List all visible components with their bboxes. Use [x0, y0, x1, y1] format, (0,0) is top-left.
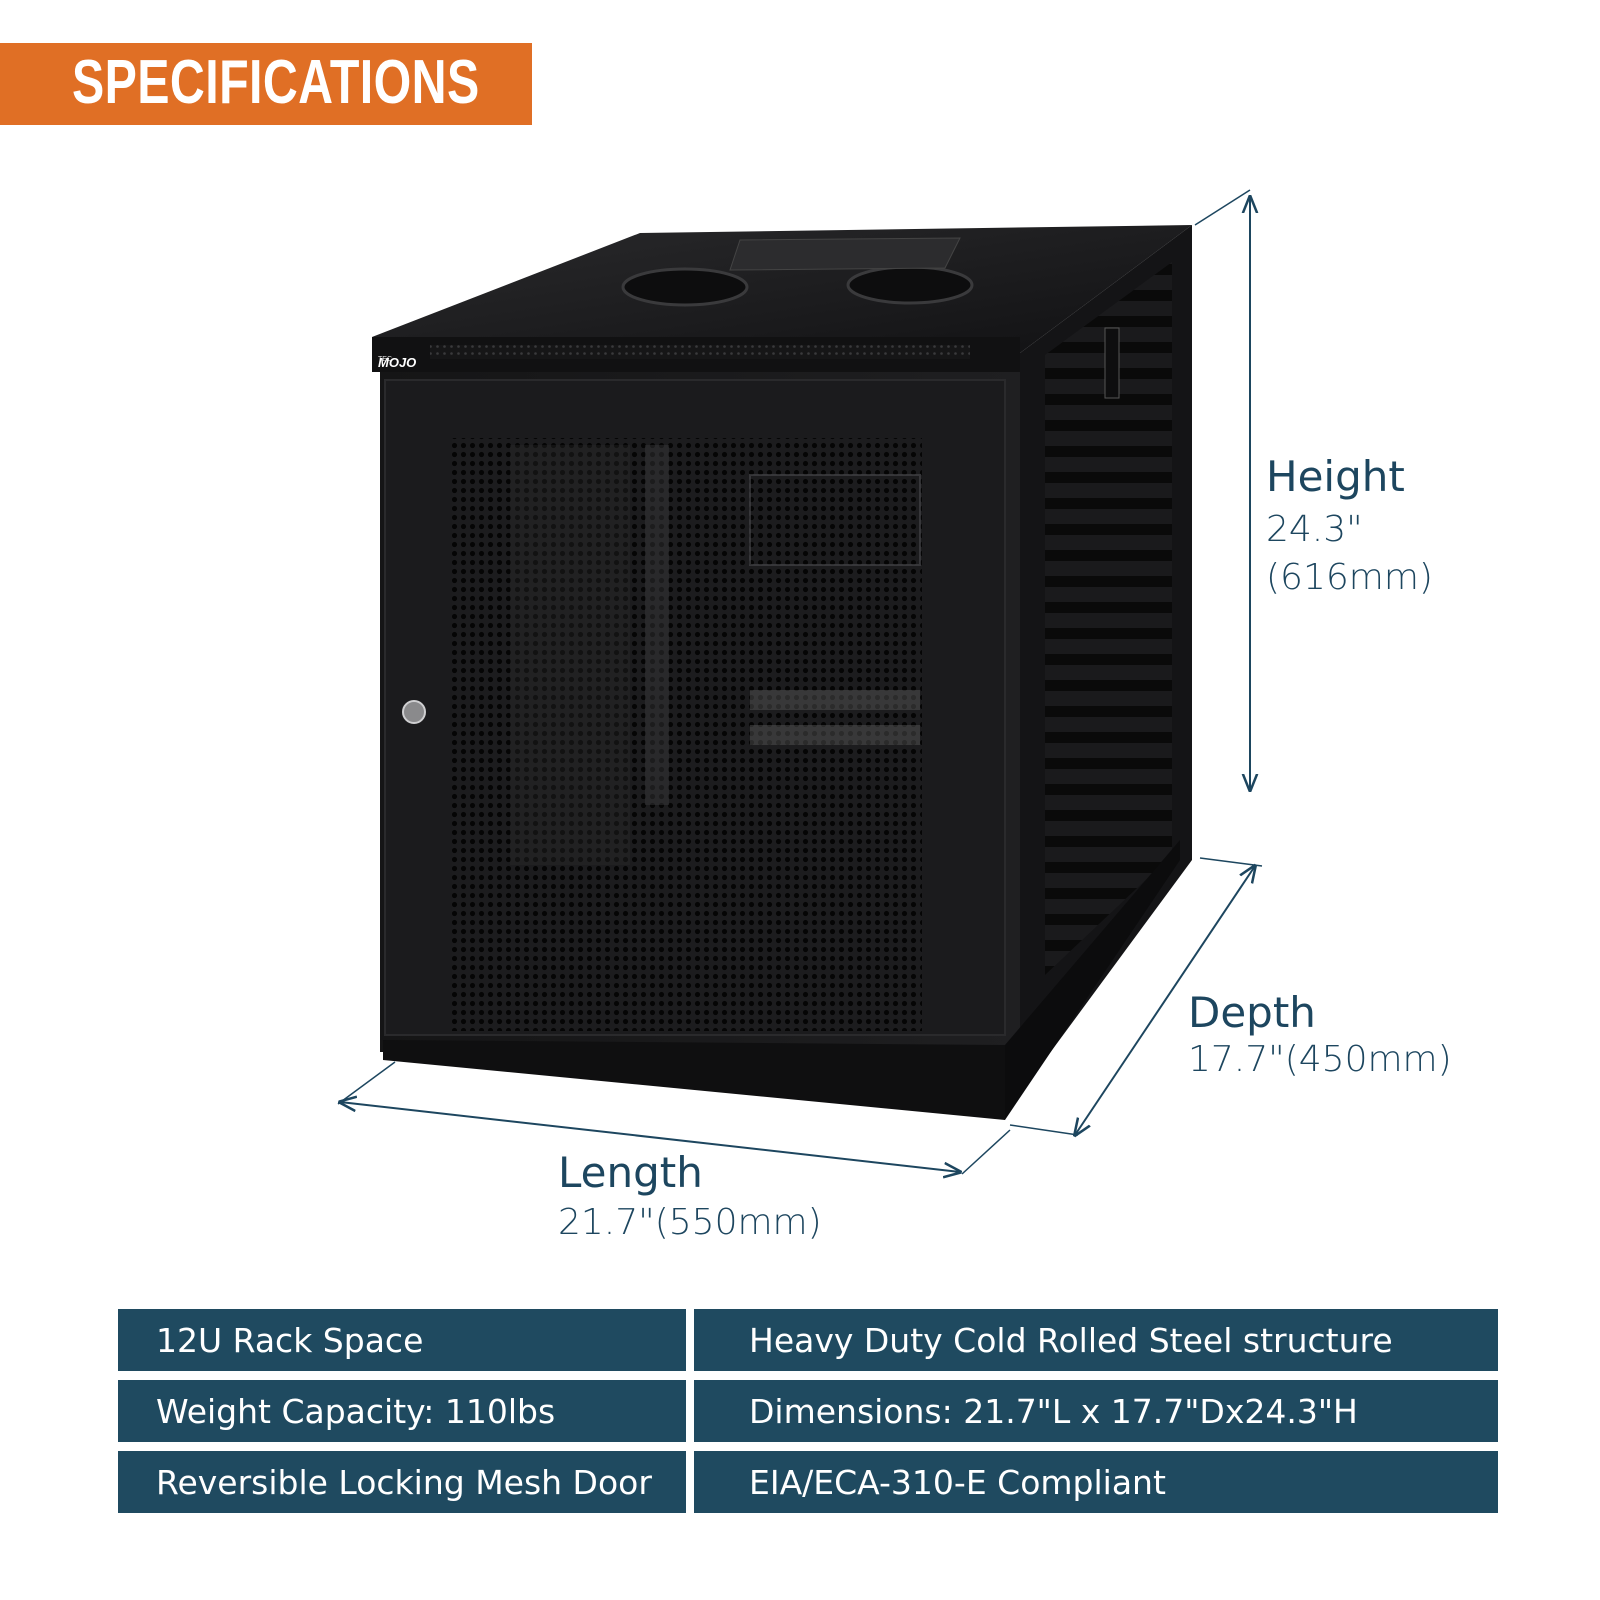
depth-value: 17.7"(450mm) [1188, 1039, 1452, 1080]
spec-cell: Heavy Duty Cold Rolled Steel structure [694, 1309, 1498, 1371]
spec-cell: Dimensions: 21.7"L x 17.7"Dx24.3"H [694, 1380, 1498, 1442]
length-label: Length [558, 1148, 703, 1197]
spec-row: Weight Capacity: 110lbs Dimensions: 21.7… [118, 1380, 1498, 1442]
depth-arrow [1075, 866, 1255, 1135]
lock-icon[interactable] [402, 700, 426, 724]
mesh-panel [452, 438, 922, 1031]
spec-row: 12U Rack Space Heavy Duty Cold Rolled St… [118, 1309, 1498, 1371]
depth-label: Depth [1188, 988, 1316, 1037]
length-extension-line [337, 1061, 396, 1105]
interior-shelf [750, 725, 920, 745]
spec-cell: Reversible Locking Mesh Door [118, 1451, 686, 1513]
banner-title: SPECIFICATIONS [72, 48, 480, 118]
height-mm: (616mm) [1266, 557, 1433, 598]
side-vent [1045, 262, 1172, 975]
fan-icon [846, 265, 974, 305]
spec-cell: EIA/ECA-310-E Compliant [694, 1451, 1498, 1513]
spec-cell: 12U Rack Space [118, 1309, 686, 1371]
spec-table: 12U Rack Space Heavy Duty Cold Rolled St… [118, 1309, 1498, 1522]
depth-extension-line [1009, 1124, 1079, 1136]
brand-small-label: TEC [378, 356, 392, 363]
brand-logo-text: MOJO [378, 355, 416, 370]
interior-rail [510, 445, 630, 865]
fan-icon [621, 267, 749, 307]
spec-row: Reversible Locking Mesh Door EIA/ECA-310… [118, 1451, 1498, 1513]
length-extension-line [961, 1129, 1011, 1175]
length-value: 21.7"(550mm) [558, 1202, 822, 1243]
height-label: Height [1266, 452, 1405, 501]
top-cable-plate [729, 237, 961, 271]
length-arrow [340, 1102, 960, 1172]
specifications-banner: SPECIFICATIONS [0, 43, 532, 125]
depth-extension-line [1199, 857, 1263, 867]
interior-shelf [749, 474, 921, 566]
height-extension-line [1194, 189, 1251, 226]
spec-cell: Weight Capacity: 110lbs [118, 1380, 686, 1442]
interior-shelf [750, 690, 920, 710]
interior-rail [645, 445, 669, 805]
rim-vent [430, 345, 970, 359]
height-inches: 24.3" [1266, 509, 1363, 550]
cabinet-base [383, 1040, 1005, 1120]
cabinet-top [372, 225, 1192, 353]
side-latch [1104, 327, 1120, 399]
